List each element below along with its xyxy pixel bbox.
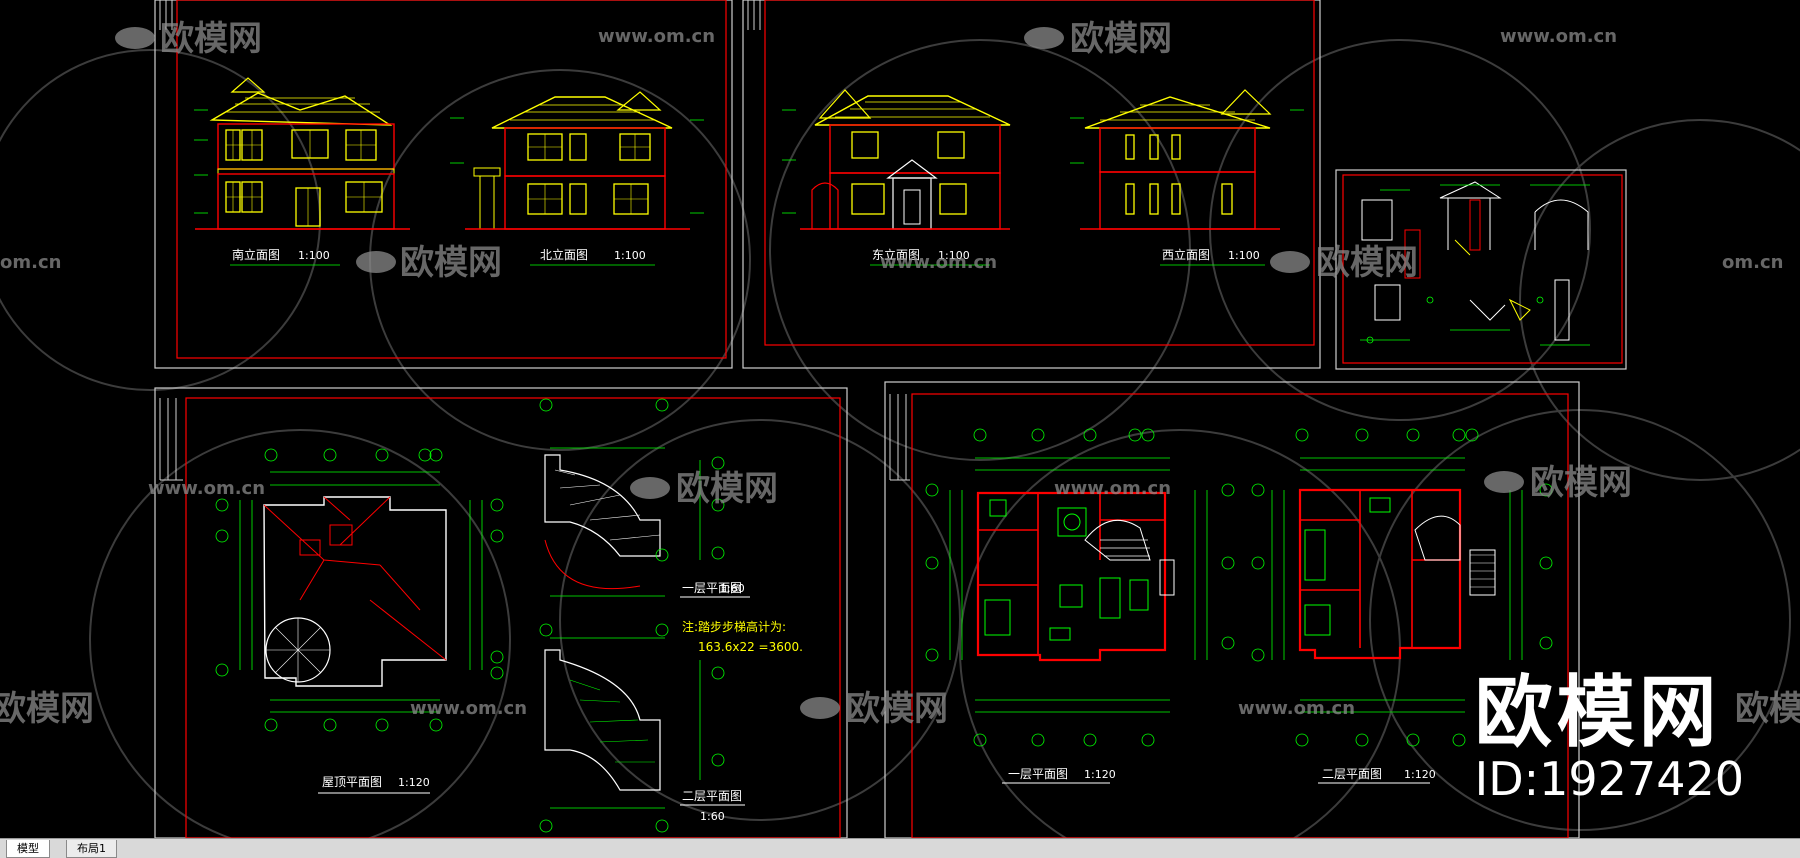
stair-plan-1-title: 一层平面图 [682,581,742,595]
watermark-brand-6: 欧模网 [1530,463,1632,503]
watermark-url-5: www.om.cn [1054,478,1171,499]
sheet-elevation-east-west: 东立面图 1:100 西立面图 1:100 [742,0,1321,369]
roof-plan-drawing [263,496,447,687]
watermark-url-6: www.om.cn [410,698,527,719]
north-elevation-title: 北立面图 [540,247,588,262]
stair-plan-2-scale: 1:60 [700,810,725,823]
stair-plan-1-scale: 1:60 [720,582,745,595]
floor-plan-2-title: 二层平面图 [1322,767,1382,781]
watermark-brand-2: 欧模网 [1070,19,1172,59]
sheet-details [1335,169,1627,370]
roof-plan-title: 屋顶平面图 [322,775,382,789]
brand-overlay: 欧模网 ID:1927420 [1475,672,1744,804]
sheet-floor-plans: 一层平面图 1:120 二层平面图 1:120 [884,381,1580,839]
watermark-brand-7: 欧模网 [846,689,948,729]
brand-name: 欧模网 [1474,668,1721,758]
watermark-url-7: www.om.cn [1238,698,1355,719]
stair-plan-upper [539,398,725,597]
floor-plan-1-drawing [976,491,1175,662]
west-elevation-drawing [1080,89,1280,230]
layout-tab-bar: 模型 布局1 [0,838,1800,858]
watermark-url-short-2: om.cn [1722,252,1783,273]
floor-plan-1-scale: 1:120 [1084,768,1116,781]
tab-model[interactable]: 模型 [6,840,50,858]
watermark-url-short-1: om.cn [0,252,61,273]
stair-note-line1: 注:踏步步梯高计为: [682,619,786,634]
stair-plan-lower [539,623,725,833]
tab-layout1[interactable]: 布局1 [66,840,117,858]
south-elevation-scale: 1:100 [298,249,330,262]
watermark-brand-9: 欧模网 [1735,689,1800,729]
watermark-url-4: www.om.cn [148,478,265,499]
watermark-brand-8: 欧模网 [0,689,94,729]
east-elevation-title: 东立面图 [872,247,920,262]
sheet-elevation-south-north: 南立面图 1:100 北立面图 1:100 [154,0,733,369]
floor-plan-2-drawing [1298,488,1496,660]
watermark-brand-3: 欧模网 [400,243,502,283]
west-elevation-scale: 1:100 [1228,249,1260,262]
asset-id: ID:1927420 [1474,752,1744,806]
watermark-logo [115,27,1524,719]
west-elevation-title: 西立面图 [1162,247,1210,262]
watermark-brand-5: 欧模网 [676,469,778,509]
north-elevation-drawing [465,91,690,230]
floor-plan-1-title: 一层平面图 [1008,767,1068,781]
east-elevation-scale: 1:100 [938,249,970,262]
watermark-url: www.om.cn www.om.cn www.om.cn www.om.cn … [0,26,1783,719]
south-elevation-title: 南立面图 [232,247,280,262]
stair-note-line2: 163.6x22 =3600. [698,640,803,654]
floor-plan-2-scale: 1:120 [1404,768,1436,781]
sheet-roof-plan-stairs: 屋顶平面图 1:120 一层平面图 1:60 二层平面图 1:60 注:踏步步梯… [154,387,848,839]
watermark-brand-4: 欧模网 [1316,243,1418,283]
watermark-brand-1: 欧模网 [160,19,262,59]
east-elevation-drawing [800,89,1011,230]
stair-plan-2-title: 二层平面图 [682,789,742,803]
watermark-url-1: www.om.cn [598,26,715,47]
watermark-url-2: www.om.cn [1500,26,1617,47]
watermark-text: 欧模网 欧模网 欧模网 欧模网 欧模网 欧模网 欧模网 欧模网 欧模网 [0,19,1800,729]
south-elevation-drawing [195,77,410,230]
roof-plan-scale: 1:120 [398,776,430,789]
watermark-url-3: www.om.cn [880,252,997,273]
north-elevation-scale: 1:100 [614,249,646,262]
